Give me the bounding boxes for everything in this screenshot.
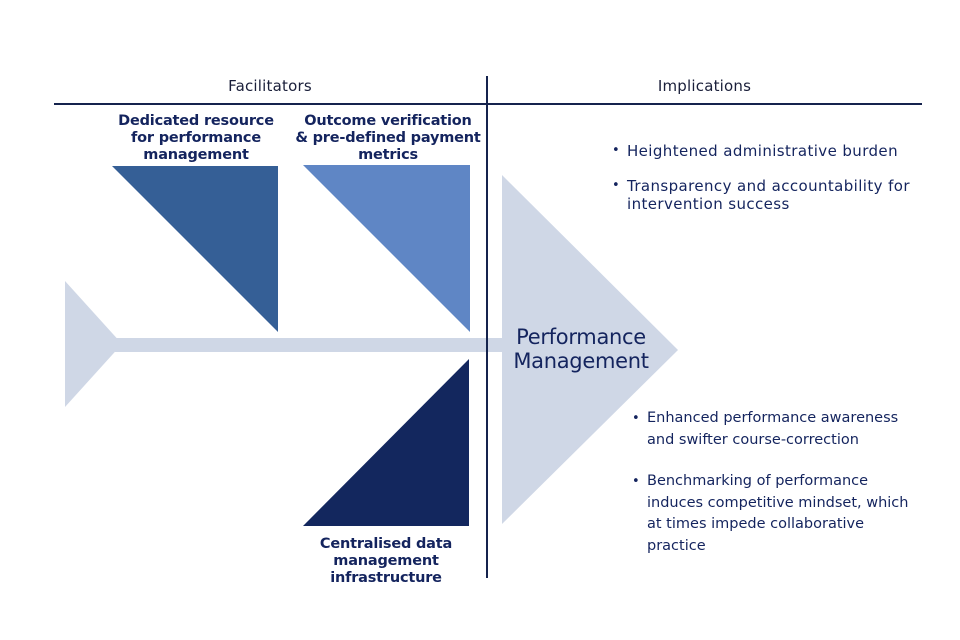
label-line: Outcome verification — [304, 113, 472, 129]
bone-dedicated-resource — [112, 166, 278, 332]
header-divider-horizontal — [54, 103, 922, 105]
implications-header: Implications — [657, 77, 752, 95]
fish-head — [502, 175, 678, 524]
head-label-line: Management — [513, 349, 649, 373]
facilitators-header: Facilitators — [228, 77, 312, 95]
implications-list-top: Heightened administrative burden Transpa… — [612, 142, 912, 230]
label-line: Dedicated resource — [118, 113, 274, 129]
label-line: metrics — [358, 147, 418, 163]
facilitator-label-centralised-data: Centralised data management infrastructu… — [306, 536, 466, 587]
implications-list-bottom: Enhanced performance awareness and swift… — [632, 408, 922, 577]
section-divider-vertical — [486, 76, 488, 578]
implication-item: Benchmarking of performance induces comp… — [632, 471, 922, 557]
implication-item: Enhanced performance awareness and swift… — [632, 408, 922, 451]
implication-item: Transparency and accountability for inte… — [612, 177, 912, 214]
label-line: management — [333, 553, 439, 569]
head-label-line: Performance — [516, 325, 646, 349]
label-line: infrastructure — [330, 570, 442, 586]
implication-item: Heightened administrative burden — [612, 142, 912, 161]
performance-management-label: Performance Management — [496, 325, 666, 373]
label-line: Centralised data — [319, 536, 453, 552]
facilitator-label-outcome-verification: Outcome verification & pre-defined payme… — [281, 113, 495, 164]
label-line: management — [143, 147, 249, 163]
label-line: for performance — [131, 130, 261, 146]
label-line: & pre-defined payment — [295, 130, 481, 146]
bone-outcome-verification — [303, 165, 470, 332]
bone-centralised-data — [303, 359, 469, 526]
facilitator-label-dedicated-resource: Dedicated resource for performance manag… — [96, 113, 296, 164]
fish-spine — [115, 338, 510, 352]
fish-tail — [65, 281, 122, 407]
